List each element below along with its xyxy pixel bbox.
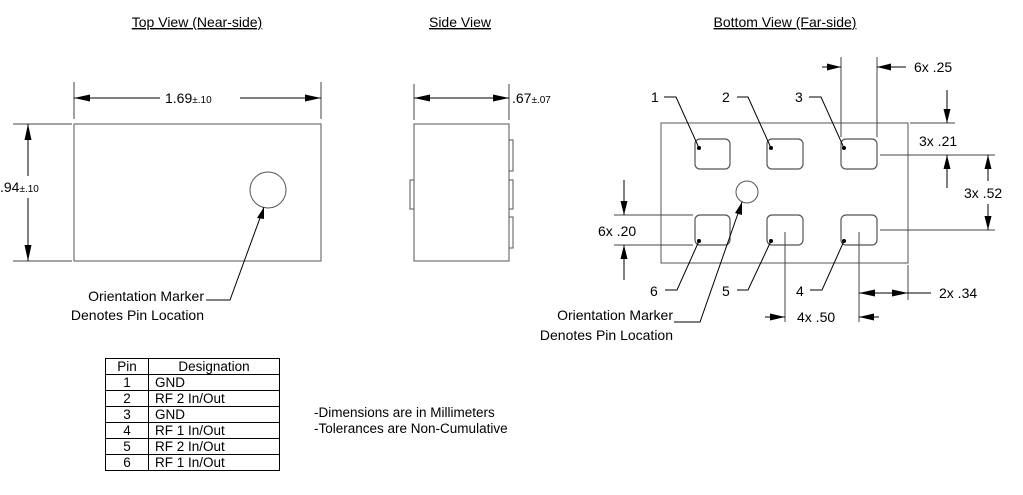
- side-view-body: [413, 123, 510, 262]
- pin-callout-2: 2: [722, 89, 730, 105]
- bottom-view-orientation-marker: [735, 180, 759, 204]
- top-view-title: Top View (Near-side): [132, 14, 262, 30]
- side-view: .67±.07: [409, 84, 551, 262]
- cell-pin: 1: [105, 374, 149, 391]
- cell-designation: RF 2 In/Out: [148, 390, 280, 407]
- cell-pin: 4: [105, 422, 149, 439]
- pad-height-dimension: 6x .20: [598, 223, 636, 239]
- cell-designation: GND: [148, 374, 280, 391]
- table-row: 3 GND: [105, 406, 280, 423]
- table-row: 2 RF 2 In/Out: [105, 390, 280, 407]
- table-row: 6 RF 1 In/Out: [105, 454, 280, 471]
- pin-callout-1: 1: [651, 89, 659, 105]
- header-designation: Designation: [148, 358, 280, 375]
- table-row: 1 GND: [105, 374, 280, 391]
- cell-designation: RF 1 In/Out: [148, 422, 280, 439]
- note-units: -Dimensions are in Millimeters: [314, 405, 495, 420]
- cell-pin: 6: [105, 454, 149, 471]
- pin-callout-4: 4: [796, 283, 804, 299]
- bottom-view: 1 2 3 6 5 4 6x .25 3x .21 3x .52: [540, 57, 1002, 343]
- cell-designation: RF 1 In/Out: [148, 454, 280, 471]
- pad-width-dimension: 6x .25: [914, 59, 952, 75]
- pad-6: [694, 214, 731, 246]
- pin-callout-6: 6: [650, 283, 658, 299]
- cell-designation: RF 2 In/Out: [148, 438, 280, 455]
- top-height-dimension: .94±.10: [0, 179, 39, 195]
- note-tolerances: -Tolerances are Non-Cumulative: [314, 421, 508, 436]
- bottom-orientation-label-line1: Orientation Marker: [557, 307, 673, 323]
- bottom-view-title: Bottom View (Far-side): [714, 14, 857, 30]
- pad-row-pitch-dimension: 3x .52: [964, 185, 1002, 201]
- pad-3: [840, 138, 878, 170]
- top-orientation-label-line2: Denotes Pin Location: [71, 307, 204, 323]
- pad-1: [694, 138, 731, 170]
- top-orientation-label-line1: Orientation Marker: [88, 288, 204, 304]
- pad-edge-dimension: 3x .21: [919, 133, 957, 149]
- table-header-row: Pin Designation: [105, 358, 280, 375]
- top-view-orientation-marker: [249, 171, 287, 209]
- top-width-dimension: 1.69±.10: [165, 90, 212, 106]
- table-row: 4 RF 1 In/Out: [105, 422, 280, 439]
- pin-callout-5: 5: [722, 283, 730, 299]
- bottom-orientation-label-line2: Denotes Pin Location: [540, 327, 673, 343]
- header-pin: Pin: [105, 358, 149, 375]
- drawing-notes: -Dimensions are in Millimeters -Toleranc…: [314, 405, 508, 437]
- side-view-title: Side View: [429, 14, 492, 30]
- pin-designation-table: Pin Designation 1 GND 2 RF 2 In/Out 3 GN…: [105, 358, 280, 471]
- side-thickness-dimension: .67±.07: [512, 90, 551, 106]
- pad-column-pitch-dimension: 4x .50: [797, 309, 835, 325]
- cell-pin: 2: [105, 390, 149, 407]
- edge-offset-dimension: 2x .34: [939, 285, 977, 301]
- cell-pin: 5: [105, 438, 149, 455]
- top-view: 1.69±.10 .94±.10 Orientation Marker Deno…: [0, 82, 322, 323]
- pin-callout-3: 3: [795, 89, 803, 105]
- pad-2: [766, 138, 804, 170]
- cell-designation: GND: [148, 406, 280, 423]
- cell-pin: 3: [105, 406, 149, 423]
- table-row: 5 RF 2 In/Out: [105, 438, 280, 455]
